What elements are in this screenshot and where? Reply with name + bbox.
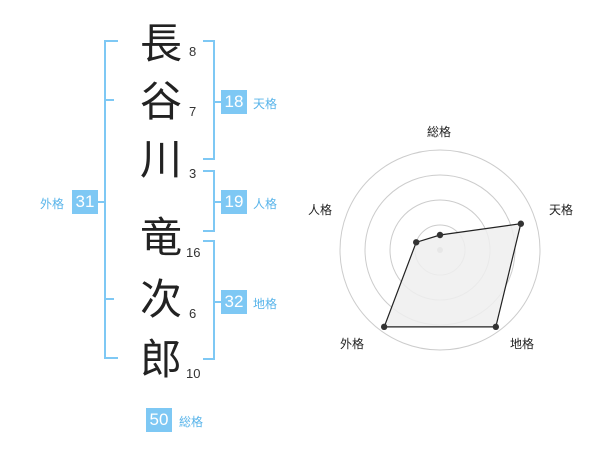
jinkaku-label: 人格 bbox=[253, 197, 278, 211]
gaikaku-label: 外格 bbox=[40, 197, 65, 211]
jinkaku-value-badge: 19 bbox=[221, 190, 247, 214]
chikaku-value-badge: 32 bbox=[221, 290, 247, 314]
tenkaku-value-badge: 18 bbox=[221, 90, 247, 114]
name-char-5: 次 bbox=[139, 275, 182, 324]
radar-axis-label-chikaku: 地格 bbox=[510, 337, 535, 351]
name-char-2: 谷 bbox=[139, 77, 182, 126]
radar-point-4 bbox=[413, 239, 420, 246]
radar-axis-label-jinkaku: 人格 bbox=[308, 203, 333, 217]
stroke-count-5: 6 bbox=[189, 306, 197, 321]
stroke-count-1: 8 bbox=[189, 44, 197, 59]
gaikaku-value-badge: 31 bbox=[72, 190, 98, 214]
name-char-6: 郎 bbox=[139, 335, 182, 384]
name-char-4: 竜 bbox=[139, 213, 182, 262]
radar-axis-label-tenkaku: 天格 bbox=[549, 203, 574, 217]
radar-point-3 bbox=[380, 323, 388, 331]
radar-axis-label-soukaku: 総格 bbox=[427, 125, 452, 139]
name-char-1: 長 bbox=[139, 19, 182, 68]
tenkaku-label: 天格 bbox=[253, 97, 278, 111]
stroke-count-6: 10 bbox=[186, 366, 201, 381]
stroke-count-4: 16 bbox=[186, 245, 201, 260]
radar-point-0 bbox=[436, 231, 444, 239]
chikaku-label: 地格 bbox=[253, 297, 278, 311]
name-char-3: 川 bbox=[139, 135, 182, 184]
soukaku-value-badge: 50 bbox=[146, 408, 172, 432]
radar-point-2 bbox=[492, 323, 500, 331]
radar-chart-svg bbox=[339, 149, 541, 351]
stroke-count-3: 3 bbox=[189, 166, 197, 181]
radar-axis-label-gaikaku: 外格 bbox=[340, 337, 365, 351]
soukaku-label: 総格 bbox=[179, 415, 204, 429]
radar-grid-ring bbox=[339, 149, 541, 351]
stroke-count-2: 7 bbox=[189, 104, 197, 119]
radar-area bbox=[383, 222, 522, 328]
radar-point-1 bbox=[517, 220, 525, 227]
radar-chart: 総格 天格 地格 外格 人格 bbox=[300, 110, 590, 360]
